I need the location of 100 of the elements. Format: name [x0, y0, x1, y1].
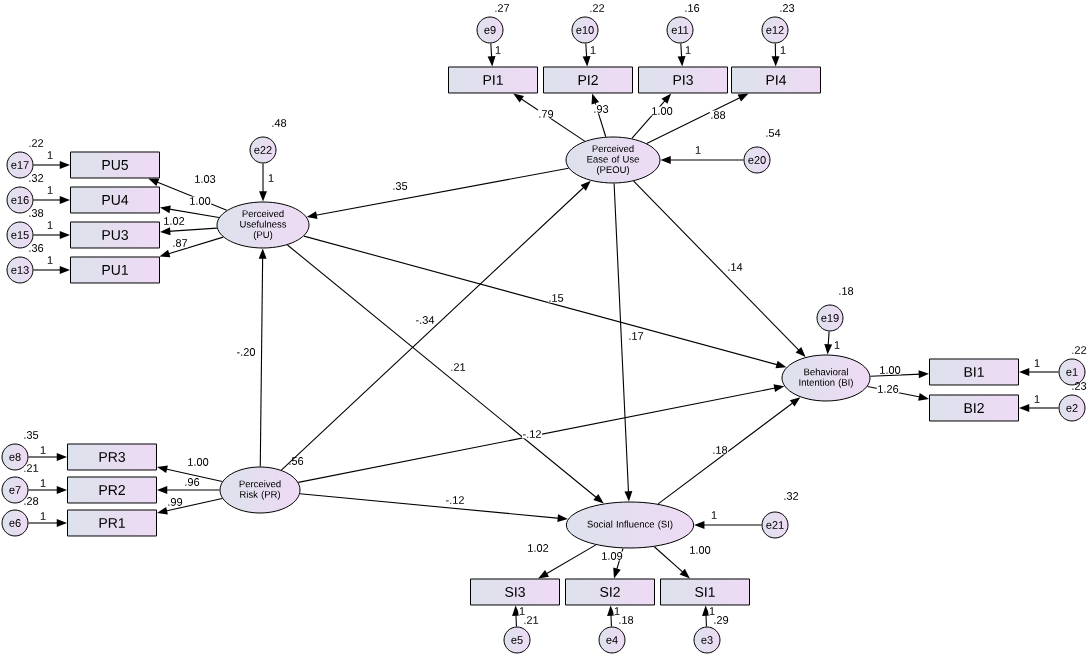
indicator-box: PR1	[67, 509, 157, 537]
arrow	[677, 42, 686, 67]
variance-label: .27	[495, 4, 510, 12]
arrow	[613, 547, 624, 579]
arrow	[32, 266, 70, 274]
edge-label: 1	[684, 45, 692, 55]
arrow	[157, 497, 223, 515]
edge-label: 1	[46, 220, 54, 230]
arrow	[512, 605, 520, 628]
arrow	[653, 546, 690, 579]
variance-label: .18	[839, 287, 854, 295]
edge-label: 1	[518, 606, 526, 616]
arrow	[538, 544, 597, 579]
indicator-box: SI2	[565, 578, 655, 606]
variance-label: .22	[590, 4, 605, 12]
edge-label: .99	[166, 497, 184, 507]
edge-label: 1	[779, 45, 787, 55]
variance-label: .22	[29, 139, 44, 147]
edge-label: 1.26	[876, 384, 900, 394]
edge-label: 1.00	[186, 457, 210, 467]
edge-label: .14	[726, 262, 744, 272]
edge-label: 1.02	[526, 543, 550, 553]
indicator-box: PR3	[67, 443, 157, 471]
edge-label: 1	[267, 173, 275, 183]
edge-label: -.34	[415, 315, 435, 325]
arrow	[631, 93, 672, 139]
arrow	[280, 180, 591, 471]
edge-label: 1.00	[650, 106, 674, 116]
variance-label: .23	[780, 4, 795, 12]
arrow	[297, 384, 785, 483]
indicator-box: BI2	[929, 394, 1019, 422]
edge-label: 1	[46, 150, 54, 160]
indicator-box: SI3	[470, 578, 560, 606]
arrow	[824, 330, 833, 355]
arrow	[159, 236, 224, 258]
indicator-box: PR2	[67, 476, 157, 504]
variance-label: .18	[619, 616, 634, 624]
variance-label: .35	[24, 431, 39, 439]
arrow	[32, 196, 70, 204]
arrow	[157, 486, 221, 494]
edge-label: 1	[694, 145, 702, 155]
indicator-box: PI1	[448, 66, 538, 94]
edge-label: 1	[494, 45, 502, 55]
edge-label: 1	[46, 185, 54, 195]
edge-label: -.20	[236, 347, 256, 357]
arrow	[646, 93, 749, 144]
arrow	[27, 486, 67, 494]
variance-label: .48	[272, 119, 287, 127]
edge-label: .88	[709, 110, 727, 120]
arrow	[702, 605, 710, 628]
arrow	[157, 465, 223, 483]
indicator-box: PI4	[731, 66, 821, 94]
arrow	[694, 521, 763, 529]
arrow	[27, 519, 67, 527]
arrow	[303, 235, 787, 369]
edge-label: 1	[46, 255, 54, 265]
arrow	[32, 231, 70, 239]
edge-label: 1.09	[600, 551, 624, 561]
arrow	[148, 178, 228, 211]
edge-label: 1.02	[162, 216, 186, 226]
arrow	[32, 161, 70, 169]
edge-label: 1	[1033, 358, 1041, 368]
edge-label: 1	[710, 510, 718, 520]
edge-label: 1	[613, 606, 621, 616]
arrow	[306, 167, 570, 219]
arrow	[1019, 368, 1060, 376]
edge-label: .87	[171, 238, 189, 248]
variance-label: .16	[685, 4, 700, 12]
arrow	[869, 370, 929, 379]
edge-label: 1	[39, 511, 47, 521]
arrow	[591, 93, 607, 138]
edge-label: 1	[39, 445, 47, 455]
arrow	[299, 493, 568, 523]
indicator-box: PU3	[70, 221, 160, 249]
edge-label: 1	[1033, 394, 1041, 404]
edge-label: .96	[183, 477, 201, 487]
edge-label: .17	[627, 331, 645, 341]
arrow	[160, 227, 218, 236]
variance-label: .22	[1072, 346, 1087, 354]
arrow	[607, 605, 615, 628]
indicator-box: PI2	[543, 66, 633, 94]
variance-label: .29	[714, 616, 729, 624]
arrow	[160, 205, 220, 219]
edge-label: -.12	[445, 495, 465, 505]
indicator-box: PU5	[70, 151, 160, 179]
arrow	[633, 180, 806, 358]
edge-label: 1	[833, 340, 841, 350]
indicator-box: PU4	[70, 186, 160, 214]
indicator-box: SI1	[660, 578, 750, 606]
variance-label: .56	[289, 457, 304, 465]
indicator-box: BI1	[929, 358, 1019, 386]
edge-label: .93	[592, 104, 610, 114]
arrow	[487, 42, 496, 67]
variance-label: .32	[784, 492, 799, 500]
edge-label: 1	[708, 606, 716, 616]
arrow	[867, 385, 929, 401]
variance-label: .21	[524, 616, 539, 624]
edge-label: .35	[391, 181, 409, 191]
arrow	[513, 93, 586, 142]
edge-label: 1.00	[188, 196, 212, 206]
